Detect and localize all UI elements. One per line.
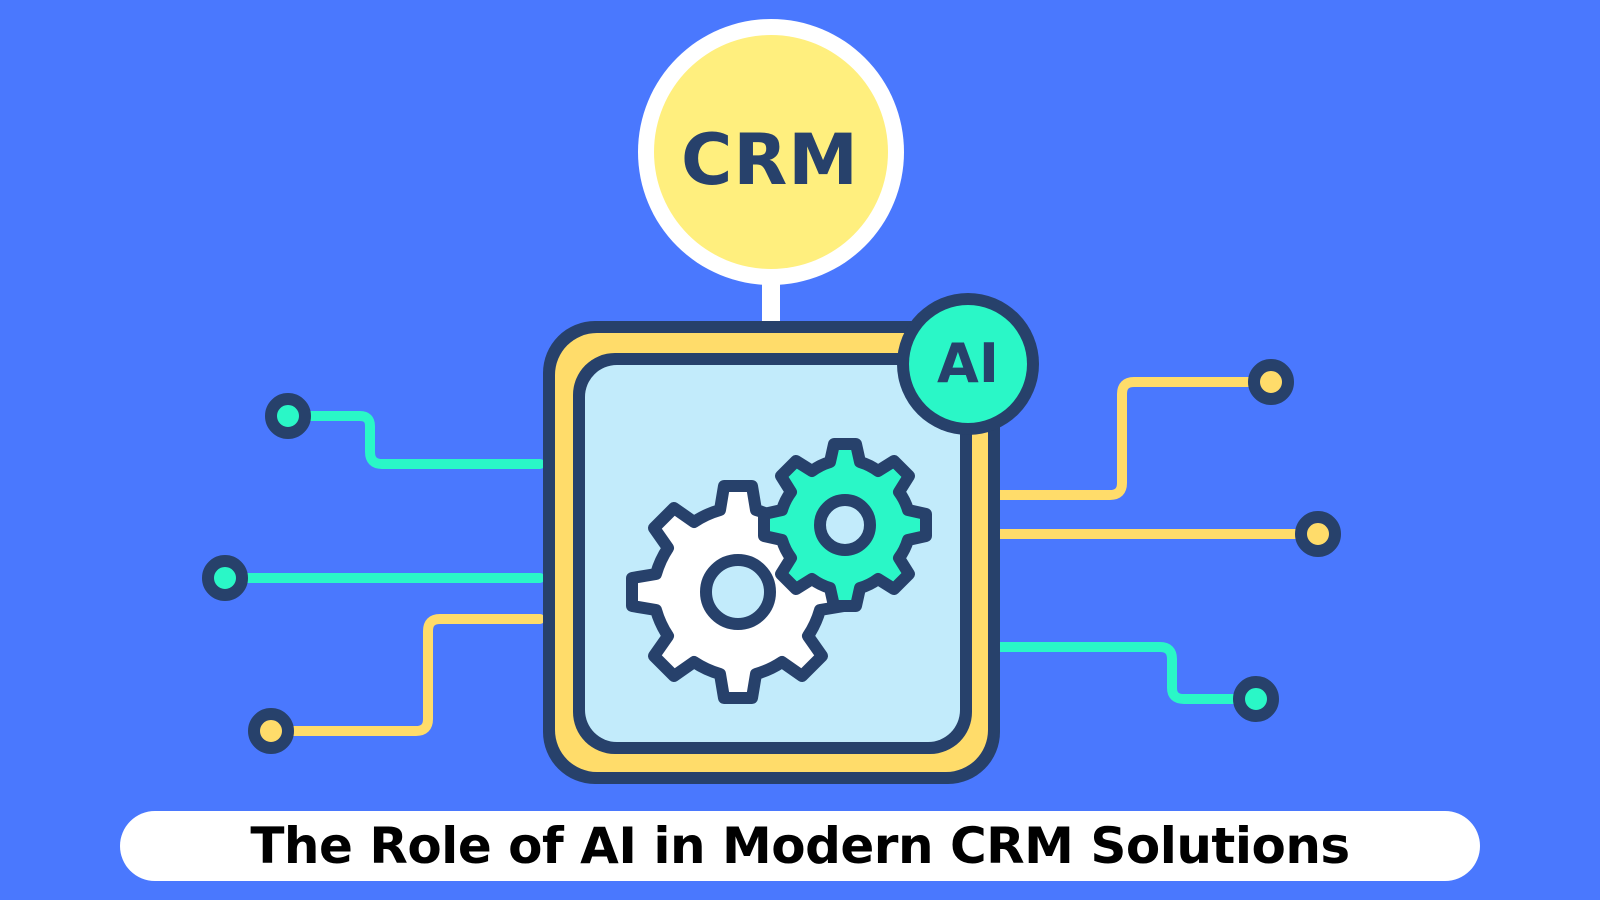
page-title: The Role of AI in Modern CRM Solutions [250, 817, 1350, 875]
crm-connector [762, 270, 780, 330]
right-circuit-lines [995, 377, 1323, 704]
title-banner: The Role of AI in Modern CRM Solutions [120, 811, 1480, 881]
node-icon [265, 393, 311, 439]
node-icon [1233, 676, 1279, 722]
node-icon [248, 708, 294, 754]
gears-icon [626, 438, 932, 704]
ai-badge [897, 293, 1039, 435]
crm-label: CRM [681, 119, 859, 201]
crm-badge [638, 19, 904, 285]
circuit-nodes [202, 359, 1341, 754]
ai-label: AI [937, 331, 999, 395]
node-icon [202, 555, 248, 601]
left-circuit-lines [220, 411, 545, 736]
node-icon [1248, 359, 1294, 405]
node-icon [1295, 511, 1341, 557]
